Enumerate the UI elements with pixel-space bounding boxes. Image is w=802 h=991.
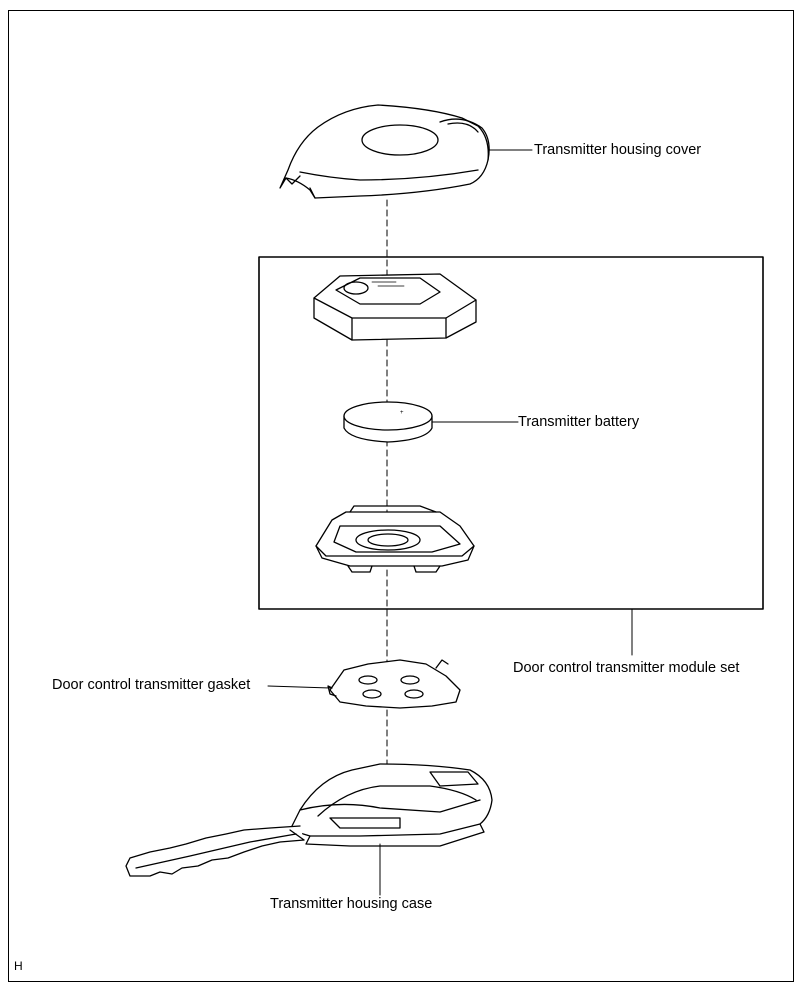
module-set-box	[258, 256, 764, 610]
diagram-frame	[8, 10, 794, 982]
transmitter-base-part	[315, 505, 475, 573]
transmitter-board-part	[313, 273, 477, 341]
leader-gasket	[267, 685, 331, 689]
housing-cover-part	[279, 104, 490, 199]
label-module-set: Door control transmitter module set	[513, 660, 740, 676]
transmitter-battery-part: +	[343, 401, 433, 443]
svg-text:+: +	[400, 410, 404, 416]
label-transmitter-housing-cover: Transmitter housing cover	[534, 142, 702, 158]
housing-case-part	[125, 763, 493, 877]
transmitter-gasket-part	[327, 659, 461, 709]
corner-mark: H	[14, 959, 23, 973]
label-transmitter-gasket: Door control transmitter gasket	[52, 677, 251, 693]
label-transmitter-battery: Transmitter battery	[518, 414, 640, 430]
label-transmitter-housing-case: Transmitter housing case	[270, 896, 433, 912]
